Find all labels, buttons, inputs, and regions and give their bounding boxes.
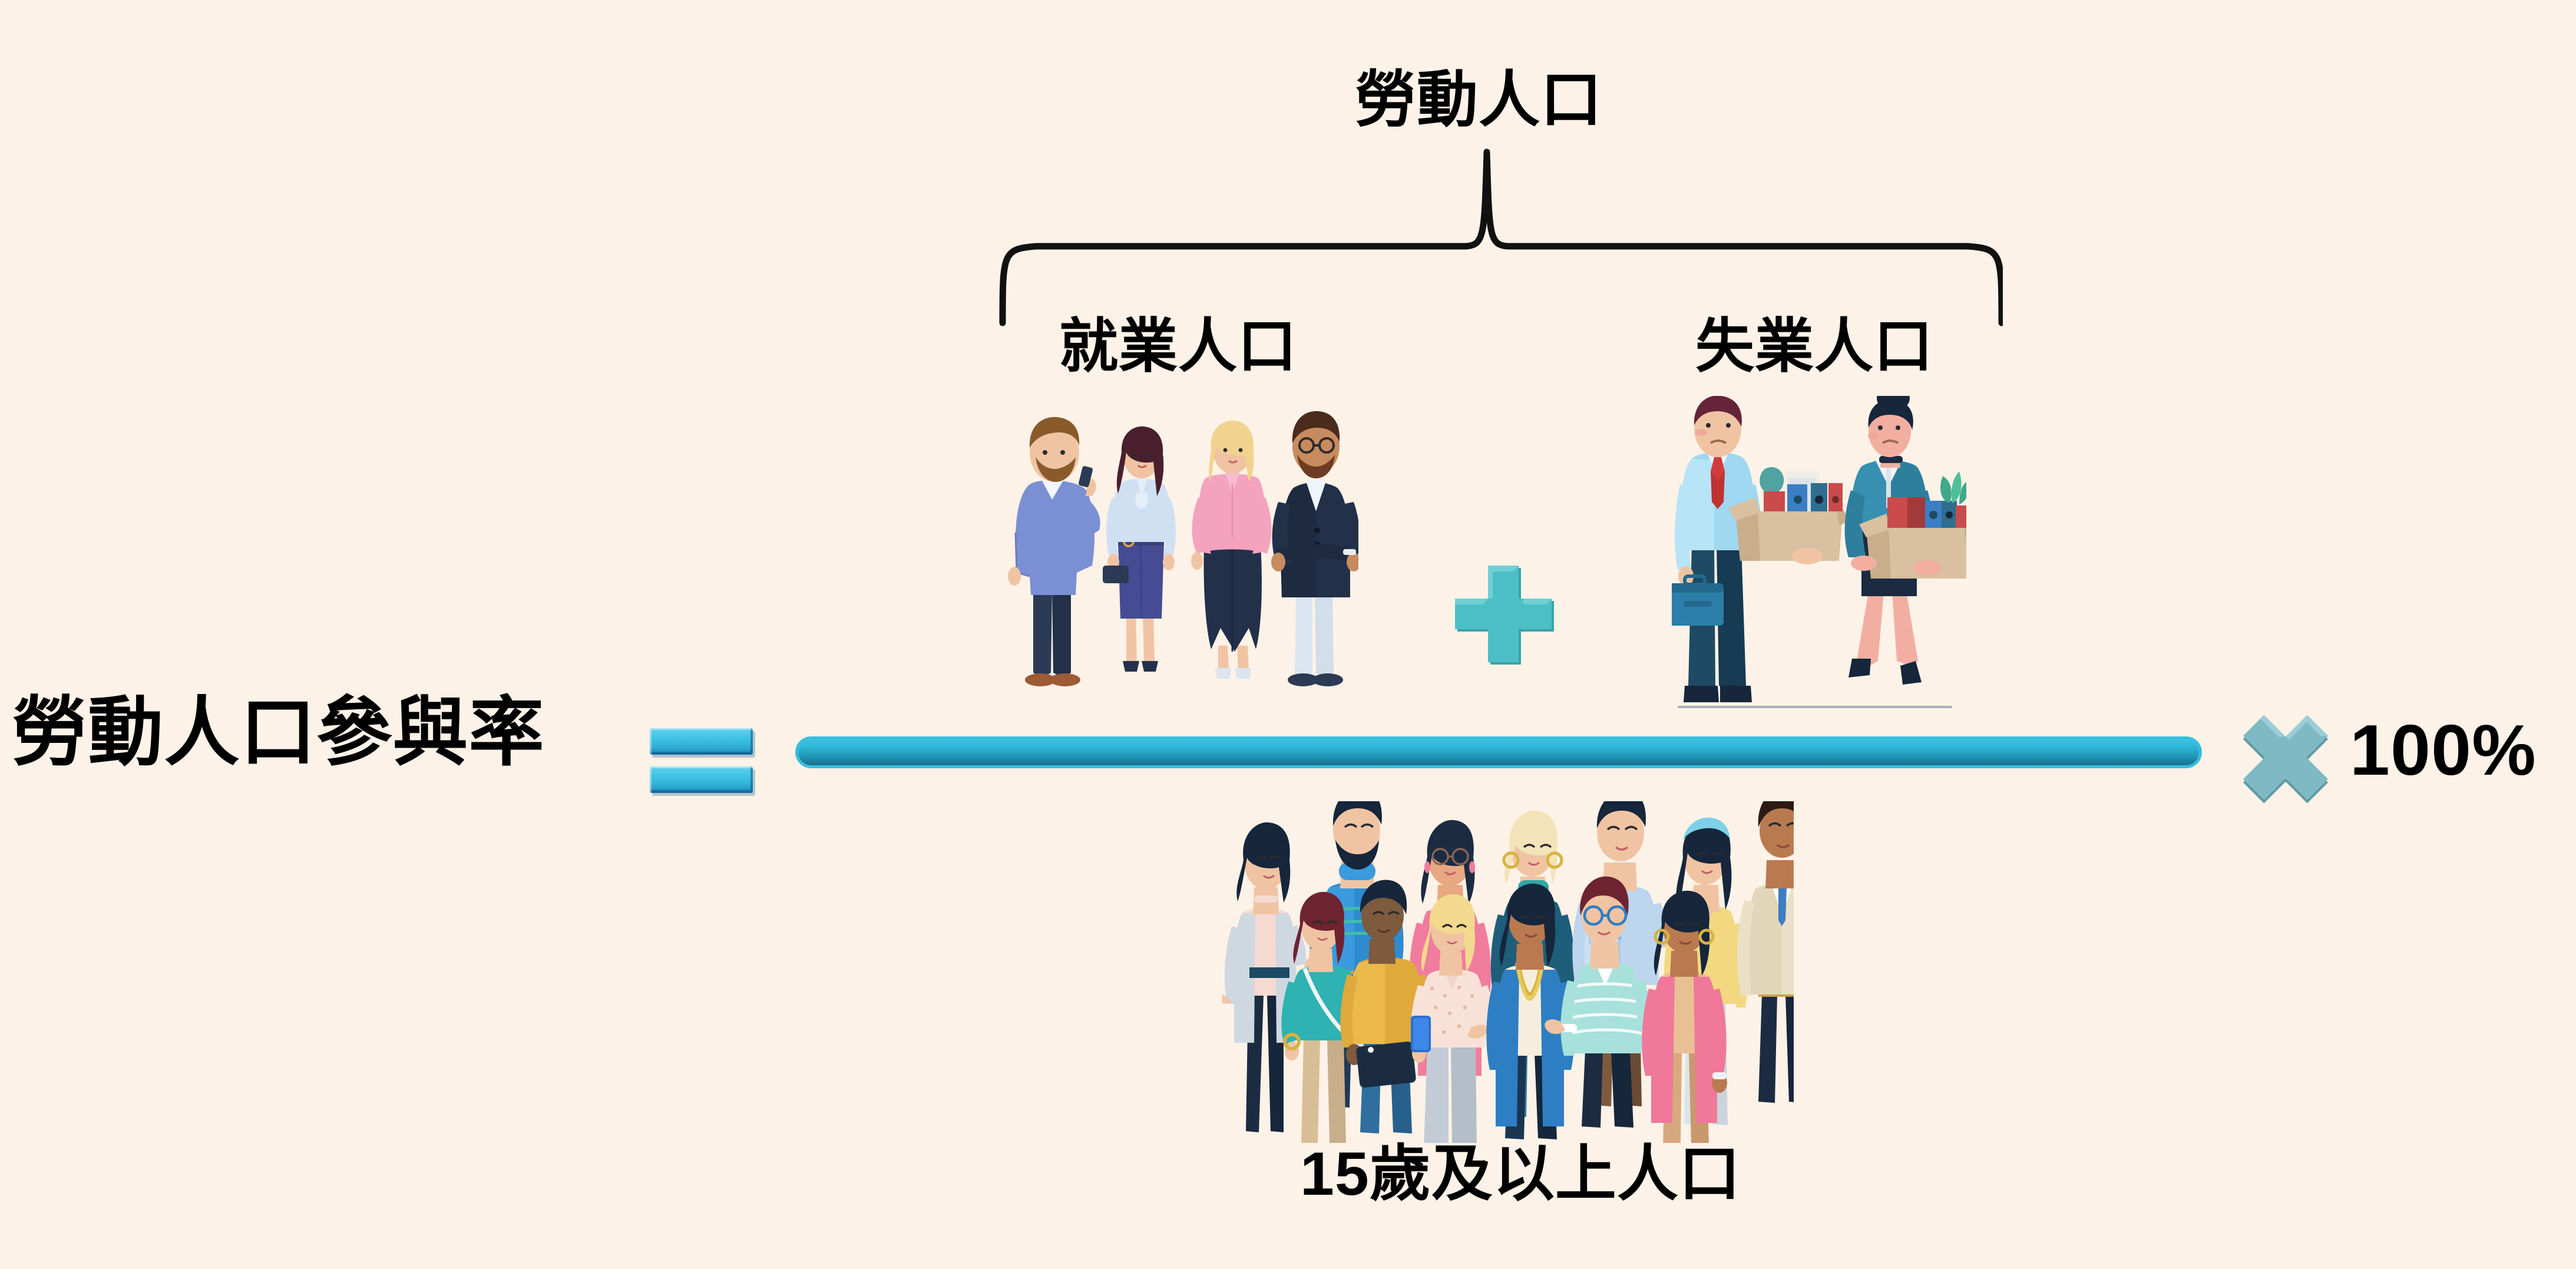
unemployed-label: 失業人口 [1695, 313, 1933, 379]
crowd-woman-dotted-blouse [1411, 894, 1494, 1143]
hundred-percent-label: 100% [2350, 710, 2537, 790]
unemployed-people-illustration [1672, 396, 1966, 702]
crowd-man-beige-suit [1737, 801, 1794, 1103]
equals-bar-bottom [650, 766, 753, 793]
curly-brace-icon [999, 148, 2003, 326]
employed-people-illustration [1008, 411, 1358, 686]
employed-label: 就業人口 [1059, 313, 1297, 379]
population-crowd-illustration [1222, 801, 1794, 1143]
population-15-plus-label: 15歲及以上人口 [1300, 1140, 1741, 1208]
labour-force-label: 勞動人口 [1355, 66, 1603, 134]
person-woman-long-skirt [1191, 420, 1272, 679]
crowd-woman-pink-cardigan [1642, 890, 1727, 1143]
lfpr-label: 勞動人口參與率 [12, 690, 545, 775]
crowd-woman-blue-cardigan [1486, 883, 1575, 1139]
plus-icon [1455, 566, 1554, 665]
unemployed-ground-line [1678, 706, 1952, 708]
fraction-bar [798, 739, 2199, 765]
crowd-front-row [1281, 876, 1727, 1143]
times-icon [2243, 715, 2329, 804]
person-man-on-phone [1008, 417, 1100, 686]
person-woman-with-box [1844, 396, 1966, 685]
crowd-man-mustard-tee [1340, 880, 1436, 1133]
equals-bar-top [650, 728, 753, 755]
person-man-with-box [1672, 396, 1850, 702]
person-man-in-suit [1271, 411, 1358, 686]
person-woman-pencil-skirt [1103, 426, 1176, 672]
equals-icon [650, 728, 753, 793]
